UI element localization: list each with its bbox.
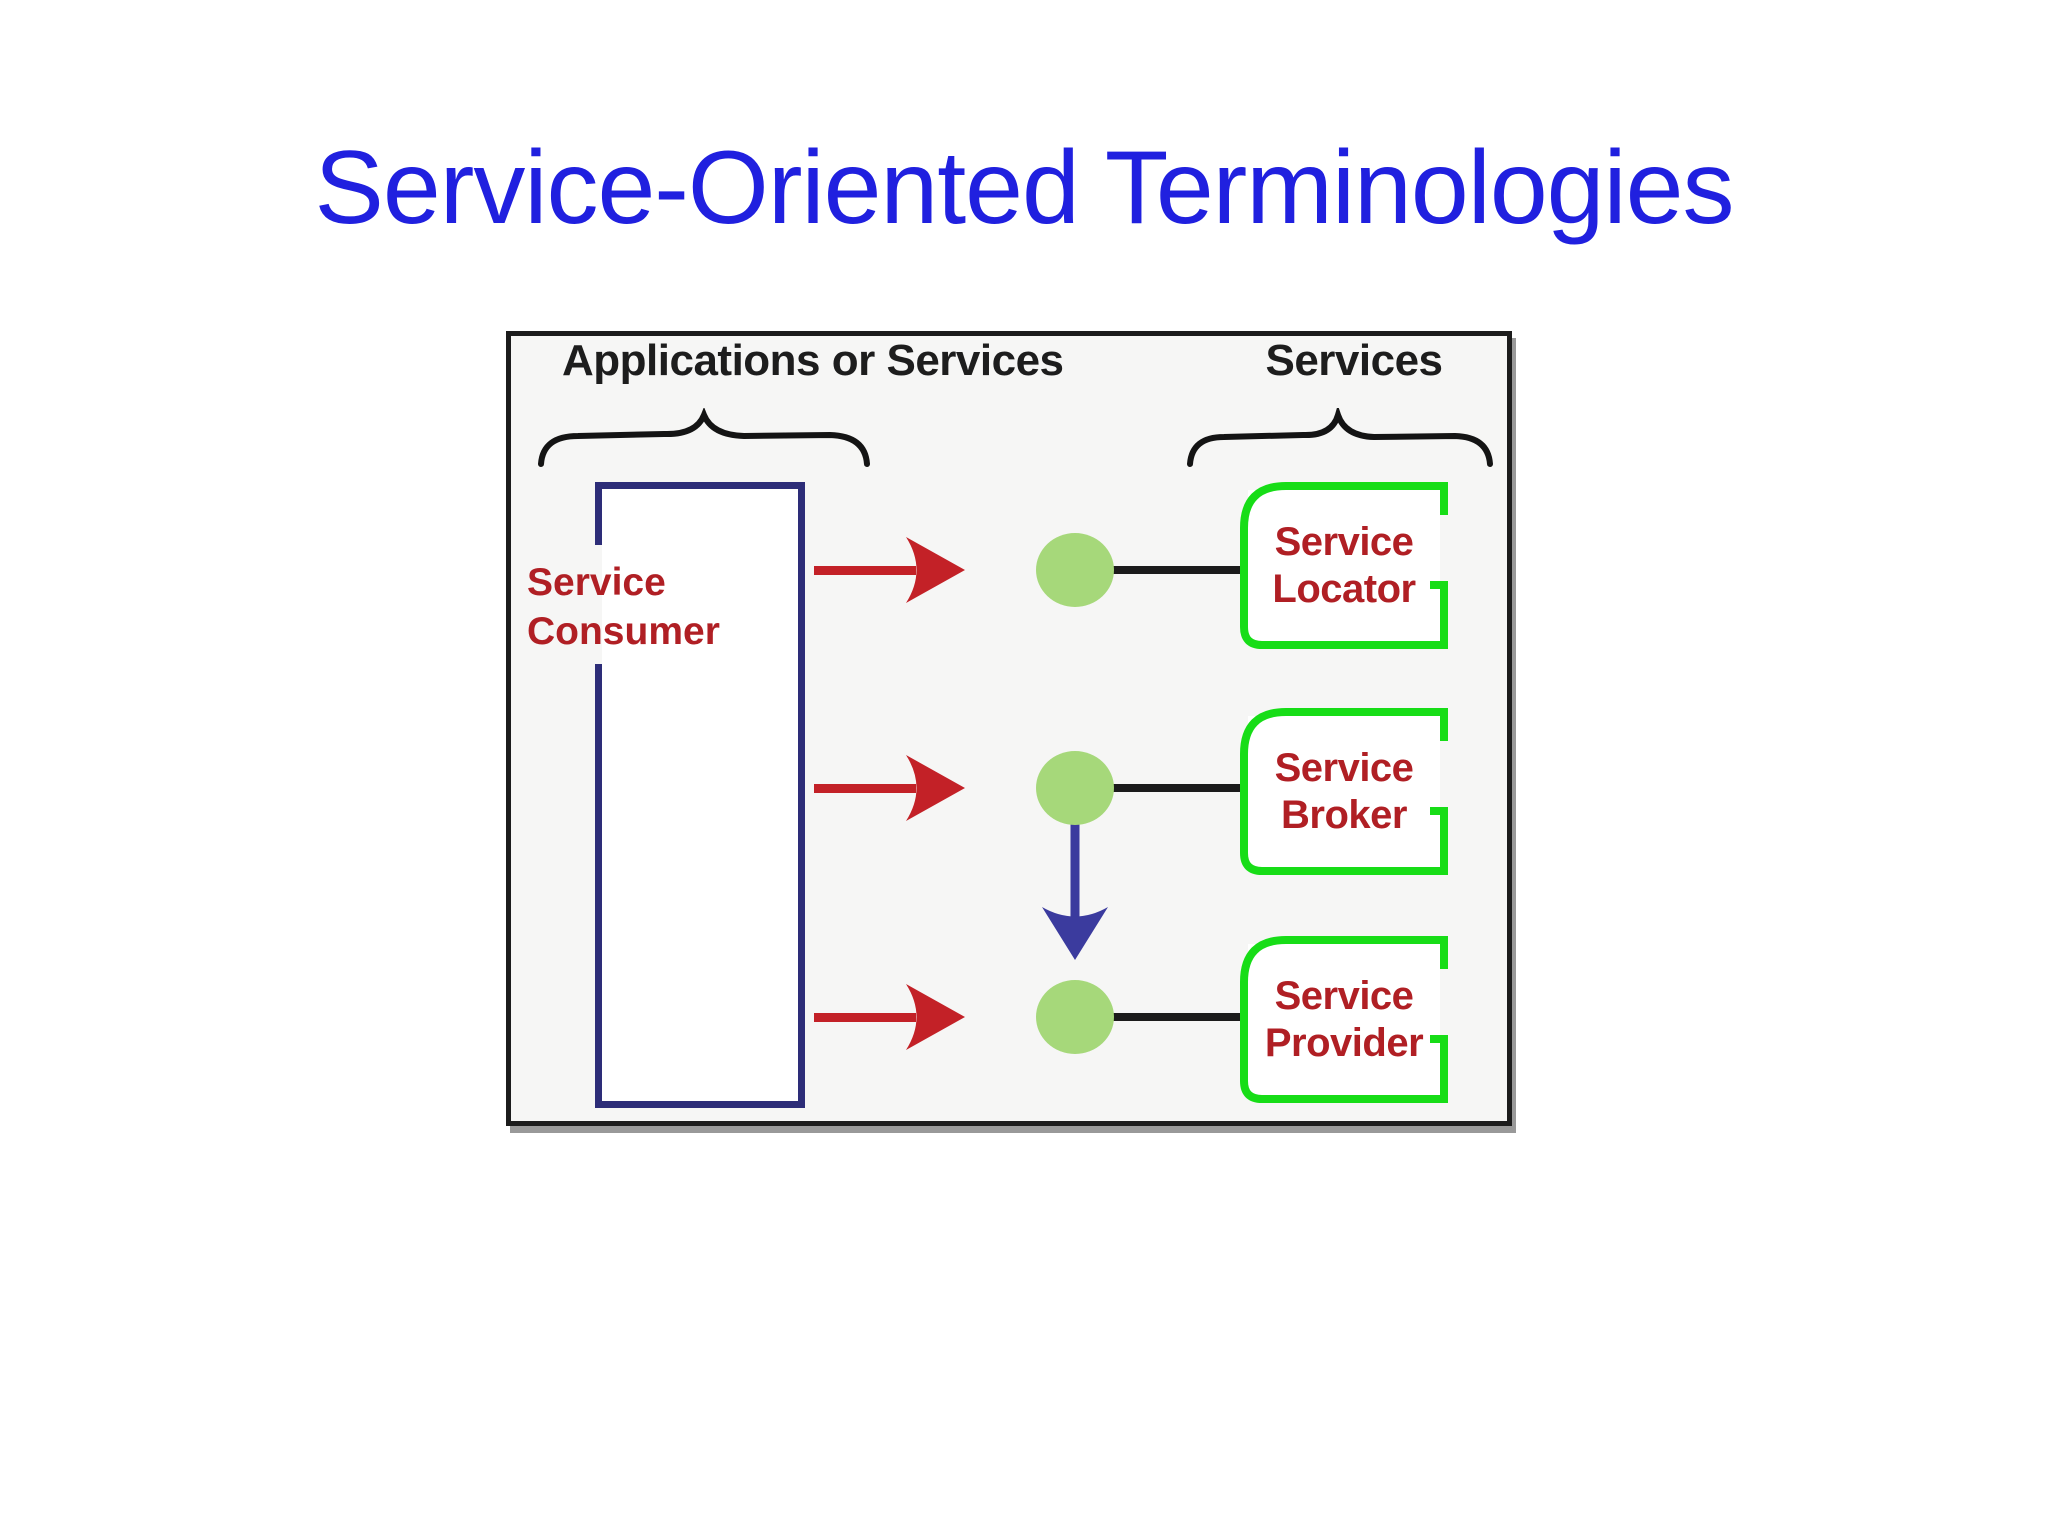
group-label-services: Services: [1265, 336, 1443, 385]
endpoint-circle-locator: [1036, 533, 1114, 607]
endpoint-circle-provider: [1036, 980, 1114, 1054]
service-box-provider-line1: Service: [1274, 973, 1414, 1018]
service-box-locator: [1240, 482, 1448, 649]
service-consumer-label: Service Consumer: [527, 558, 720, 656]
service-box-provider-line2: Provider: [1264, 1020, 1424, 1065]
service-consumer-label-line1: Service: [527, 561, 666, 604]
service-box-provider: [1240, 936, 1448, 1103]
left-curly-brace-icon: [538, 408, 870, 467]
request-arrow-to-provider-icon: [814, 984, 965, 1050]
forward-arrow-broker-to-provider-icon: [1042, 823, 1108, 960]
service-box-broker-label: Service Broker: [1240, 708, 1448, 875]
right-curly-brace-icon: [1187, 408, 1493, 467]
service-box-provider-label: Service Provider: [1240, 936, 1448, 1103]
request-arrow-to-locator-icon: [814, 537, 965, 603]
service-box-locator-line2: Locator: [1272, 566, 1416, 611]
service-box-broker-line2: Broker: [1281, 792, 1407, 837]
connector-line-provider: [1075, 1013, 1244, 1021]
service-box-locator-line1: Service: [1274, 519, 1414, 564]
service-box-broker: [1240, 708, 1448, 875]
group-label-applications: Applications or Services: [562, 336, 1064, 385]
slide-title: Service-Oriented Terminologies: [314, 130, 1735, 246]
connector-line-broker: [1075, 784, 1244, 792]
service-consumer-box: [595, 482, 805, 1108]
service-box-locator-label: Service Locator: [1240, 482, 1448, 649]
service-consumer-label-line2: Consumer: [527, 610, 720, 653]
request-arrow-to-broker-icon: [814, 755, 965, 821]
service-box-broker-line1: Service: [1274, 745, 1414, 790]
endpoint-circle-broker: [1036, 751, 1114, 825]
connector-line-locator: [1075, 566, 1244, 574]
